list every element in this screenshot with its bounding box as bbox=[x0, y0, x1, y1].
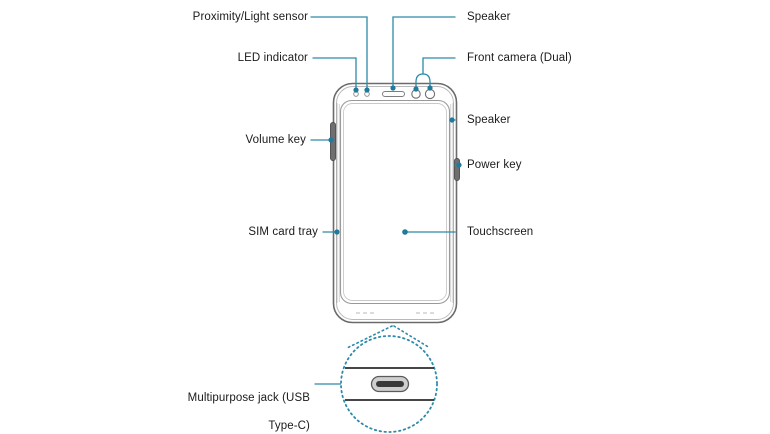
label-multipurpose-jack-line2: Type-C) bbox=[268, 420, 310, 432]
front-camera-lens-2 bbox=[424, 88, 436, 100]
callout-dot-front-camera-1 bbox=[413, 86, 419, 92]
callout-dot-volume-key bbox=[328, 137, 334, 143]
label-multipurpose-jack-line1: Multipurpose jack (USB bbox=[187, 392, 310, 404]
device-bezel bbox=[339, 99, 451, 305]
touchscreen-surface bbox=[343, 103, 447, 301]
callout-line-front-camera-branch-1 bbox=[415, 73, 424, 90]
callout-dot-proximity-light-sensor bbox=[364, 87, 370, 93]
callout-line-front-camera-branch-2 bbox=[422, 73, 431, 89]
callout-dot-power-key bbox=[456, 162, 462, 168]
magnifier-ray-left bbox=[346, 325, 393, 349]
magnifier-ray-right bbox=[393, 325, 431, 349]
label-proximity-light-sensor: Proximity/Light sensor bbox=[192, 11, 308, 23]
speaker-top-hardware bbox=[382, 91, 405, 97]
label-volume-key: Volume key bbox=[245, 134, 306, 146]
label-front-camera-dual: Front camera (Dual) bbox=[467, 52, 572, 64]
label-multipurpose-jack: Multipurpose jack (USB Type-C) bbox=[150, 377, 310, 434]
callout-dot-speaker-right bbox=[449, 117, 455, 123]
label-speaker-right: Speaker bbox=[467, 114, 511, 126]
label-speaker-top: Speaker bbox=[467, 11, 511, 23]
label-touchscreen: Touchscreen bbox=[467, 226, 534, 238]
callout-dot-touchscreen bbox=[402, 229, 408, 235]
label-sim-card-tray: SIM card tray bbox=[248, 226, 318, 238]
callout-line-led-indicator bbox=[312, 57, 357, 91]
label-led-indicator: LED indicator bbox=[237, 52, 308, 64]
callout-dot-led-indicator bbox=[353, 87, 359, 93]
callout-line-proximity-light-sensor bbox=[310, 16, 368, 91]
callout-line-front-camera bbox=[422, 57, 456, 75]
callout-dot-speaker-top bbox=[390, 85, 396, 91]
usb-type-c-port-inner bbox=[376, 381, 404, 387]
callout-line-speaker-top bbox=[392, 16, 456, 89]
callout-dots bbox=[328, 85, 462, 387]
callout-dot-sim-card-tray bbox=[334, 229, 340, 235]
label-power-key: Power key bbox=[467, 159, 522, 171]
callout-dot-front-camera-2 bbox=[427, 85, 433, 91]
power-key-hardware bbox=[454, 158, 460, 181]
